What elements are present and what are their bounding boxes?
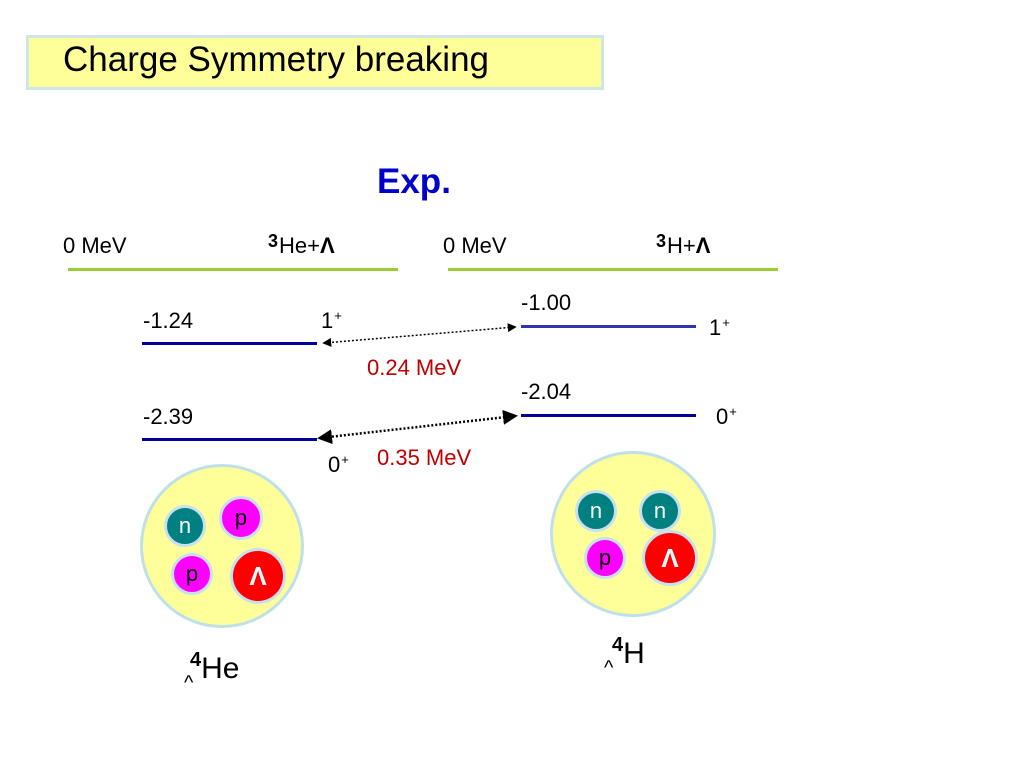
right-level1-spin-value: 1 xyxy=(709,315,722,340)
right-level1-parity: + xyxy=(722,315,730,330)
left-neutron: n xyxy=(164,505,206,547)
left-hypernucleus-lambda-sub: ^ xyxy=(184,672,194,694)
right-threshold-mass: 3 xyxy=(656,231,667,251)
left-level2-line xyxy=(142,438,317,441)
right-threshold-text: H+ xyxy=(667,233,696,258)
left-level1-line xyxy=(142,342,317,345)
right-level2-spin-value: 0 xyxy=(716,404,729,429)
ground-diff-arrow xyxy=(317,409,518,445)
left-level2-energy: -2.39 xyxy=(143,404,194,429)
right-hypernucleus-label: 4H xyxy=(612,634,645,674)
right-level2-spin: 0+ xyxy=(716,404,737,433)
left-proton-1: p xyxy=(219,496,263,540)
right-hypernucleus-element: H xyxy=(623,637,645,670)
right-proton: p xyxy=(584,537,626,579)
left-lambda: Λ xyxy=(230,548,286,604)
right-level2-parity: + xyxy=(729,404,737,419)
left-level1-parity: + xyxy=(334,308,342,323)
left-threshold-lambda: Λ xyxy=(320,233,335,258)
right-level1-spin: 1+ xyxy=(709,315,730,344)
left-threshold-text: He+ xyxy=(279,233,320,258)
right-neutron-2: n xyxy=(639,490,681,532)
right-level2-energy: -2.04 xyxy=(521,379,572,404)
left-proton-2: p xyxy=(171,553,213,595)
left-level2-parity: + xyxy=(341,452,349,467)
left-threshold-label: 3He+Λ xyxy=(268,231,335,260)
left-hypernucleus-mass: 4 xyxy=(190,649,202,671)
page-title: Charge Symmetry breaking xyxy=(63,40,489,79)
left-level2-spin: 0+ xyxy=(328,452,349,481)
left-threshold-line xyxy=(68,268,398,271)
right-nucleus xyxy=(550,451,716,617)
left-hypernucleus-label: 4He xyxy=(190,649,240,689)
left-zero-label: 0 MeV xyxy=(63,233,127,258)
right-hypernucleus-lambda-sub: ^ xyxy=(604,657,614,679)
right-lambda: Λ xyxy=(642,530,698,586)
title-box xyxy=(26,35,604,90)
right-zero-label: 0 MeV xyxy=(443,233,507,258)
left-level1-energy: -1.24 xyxy=(143,308,194,333)
right-threshold-line xyxy=(448,268,778,271)
left-hypernucleus-element: He xyxy=(201,652,240,685)
right-level1-line xyxy=(521,325,696,328)
exp-label: Exp. xyxy=(377,162,451,201)
left-level2-spin-value: 0 xyxy=(328,452,341,477)
right-level2-line xyxy=(521,414,696,417)
right-neutron-1: n xyxy=(575,490,617,532)
right-threshold-label: 3H+Λ xyxy=(656,231,711,260)
excited-diff-arrow xyxy=(322,323,517,347)
right-level1-energy: -1.00 xyxy=(521,290,572,315)
right-threshold-lambda: Λ xyxy=(695,233,711,258)
excited-diff-label: 0.24 MeV xyxy=(367,355,462,380)
ground-diff-label: 0.35 MeV xyxy=(377,445,472,470)
left-threshold-mass: 3 xyxy=(268,231,279,251)
right-hypernucleus-mass: 4 xyxy=(612,634,624,656)
left-nucleus xyxy=(140,464,304,628)
